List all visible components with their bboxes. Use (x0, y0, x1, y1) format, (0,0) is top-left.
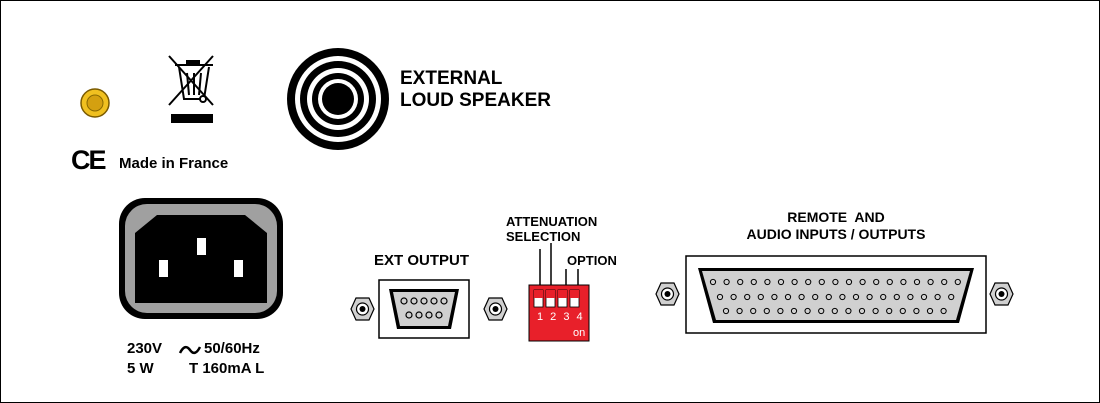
db37-pin (858, 307, 866, 315)
db37-pin (831, 307, 838, 315)
db37-pin (825, 293, 832, 301)
db37-pin (723, 278, 730, 286)
db37-pin (709, 278, 717, 286)
loudspeaker-jack (287, 48, 389, 150)
db37-pin (818, 278, 825, 286)
db37-pin (798, 293, 805, 301)
db37-pin (872, 307, 879, 315)
db37-pin (873, 278, 880, 286)
tilde-icon (178, 345, 202, 355)
power-rating-label: 5 W (127, 360, 154, 377)
screw-nut-right (483, 297, 508, 321)
db37-pin (744, 293, 751, 301)
db37-pin (845, 278, 853, 286)
db37-pin (764, 278, 771, 286)
db37-pin (886, 278, 893, 286)
db37-pin (913, 307, 920, 315)
db37-pin (812, 293, 819, 301)
external-speaker-label-line1: EXTERNAL (400, 68, 503, 89)
db37-pin (722, 307, 730, 315)
db37-pin (777, 307, 784, 315)
screw-nut-right (989, 282, 1014, 306)
db37-pin (818, 307, 825, 315)
screw-nut-left (655, 282, 680, 306)
db37-pin (839, 293, 846, 301)
db37-pin (920, 293, 928, 301)
attenuation-label-line2: SELECTION (506, 229, 581, 244)
db37-pin (750, 307, 757, 315)
db37-pin (940, 307, 947, 315)
db37-pin (737, 278, 744, 286)
fuse-rating-label: T 160mA L (189, 360, 265, 377)
db37-pin (750, 278, 757, 286)
db37-pin (954, 278, 961, 286)
db37-pin (941, 278, 948, 286)
attenuation-dip-switch (528, 284, 590, 342)
screw-nut-left (350, 297, 375, 321)
frequency-label: 50/60Hz (204, 340, 260, 357)
attenuation-label-line1: ATTENUATION (506, 214, 598, 229)
made-in-label: Made in France (119, 155, 229, 172)
voltage-label: 230V (127, 340, 163, 357)
db37-pin (791, 278, 798, 286)
ext-output-label: EXT OUTPUT (374, 252, 470, 269)
remote-label-line1: REMOTE AND (787, 209, 885, 225)
db37-pin (852, 293, 860, 301)
db37-pin (880, 293, 887, 301)
db37-pin (913, 278, 921, 286)
db37-pin (886, 307, 893, 315)
ce-mark: CE (71, 145, 106, 175)
dip-switch-on-label: on (573, 327, 586, 339)
db37-pin (832, 278, 839, 286)
db37-pin (845, 307, 852, 315)
external-speaker-label-line2: LOUD SPEAKER (400, 90, 551, 111)
db37-pin (736, 307, 743, 315)
dip-leader-lines (539, 243, 579, 287)
db37-pin (893, 293, 900, 301)
power-inlet (119, 198, 283, 319)
remote-label-line2: AUDIO INPUTS / OUTPUTS (746, 226, 926, 242)
option-label: OPTION (567, 253, 617, 268)
ext-output-db9-connector (350, 279, 508, 339)
db37-pin (927, 278, 934, 286)
remote-db37-connector (655, 255, 1014, 334)
db37-pin (790, 307, 798, 315)
db37-pin (777, 278, 785, 286)
db37-pin (866, 293, 873, 301)
db37-pin (757, 293, 764, 301)
db37-pin (900, 278, 907, 286)
db37-pin (899, 307, 906, 315)
db37-pin (948, 293, 955, 301)
db37-pin (907, 293, 914, 301)
db37-pin (859, 278, 866, 286)
ground-terminal-icon (80, 88, 110, 118)
db37-pin (771, 293, 778, 301)
db37-pin (934, 293, 941, 301)
db37-pin (804, 307, 811, 315)
db37-pin (805, 278, 812, 286)
crossed-out-wheelie-bin-icon (168, 55, 214, 123)
db37-pin (763, 307, 770, 315)
db37-pin (730, 293, 737, 301)
db37-pin (926, 307, 934, 315)
dip-switch-numbers: 1 2 3 4 (537, 311, 585, 323)
db37-pin (784, 293, 792, 301)
db37-pin (716, 293, 724, 301)
